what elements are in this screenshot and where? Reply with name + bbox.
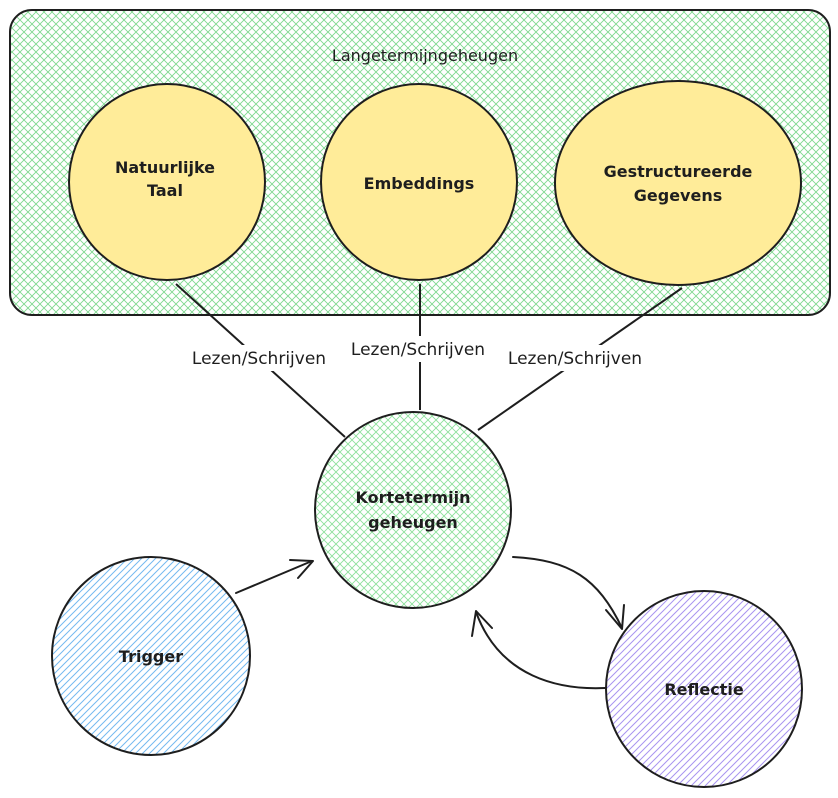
node-trigger-label: Trigger [119, 647, 183, 666]
node-reflection[interactable]: Reflectie [605, 590, 803, 788]
node-trigger[interactable]: Trigger [51, 556, 251, 756]
node-short-term-memory-line1: Kortetermijn [356, 488, 471, 507]
node-natural-language-line2: Taal [147, 181, 183, 200]
node-structured-data-line1: Gestructureerde [604, 162, 753, 181]
node-embeddings-line1: Embeddings [364, 174, 475, 193]
node-embeddings[interactable]: Embeddings [320, 83, 518, 281]
edge-label-read-write-3: Lezen/Schrijven [508, 349, 642, 369]
long-term-memory-title: Langetermijngeheugen [332, 46, 518, 65]
node-reflection-label: Reflectie [664, 680, 744, 699]
node-short-term-memory[interactable]: Kortetermijn geheugen [314, 411, 512, 609]
arrow-reflection-to-short-term[interactable] [471, 610, 606, 690]
edge-label-read-write-1: Lezen/Schrijven [192, 349, 326, 369]
arrow-short-term-to-reflection[interactable] [512, 556, 625, 630]
edge-label-read-write-2: Lezen/Schrijven [351, 340, 485, 360]
arrow-trigger-to-short-term[interactable] [235, 559, 314, 594]
node-short-term-memory-line2: geheugen [368, 513, 458, 532]
node-natural-language-line1: Natuurlijke [115, 158, 215, 177]
node-structured-data-line2: Gegevens [634, 186, 722, 205]
node-structured-data[interactable]: Gestructureerde Gegevens [554, 80, 802, 286]
node-natural-language[interactable]: Natuurlijke Taal [68, 83, 266, 281]
